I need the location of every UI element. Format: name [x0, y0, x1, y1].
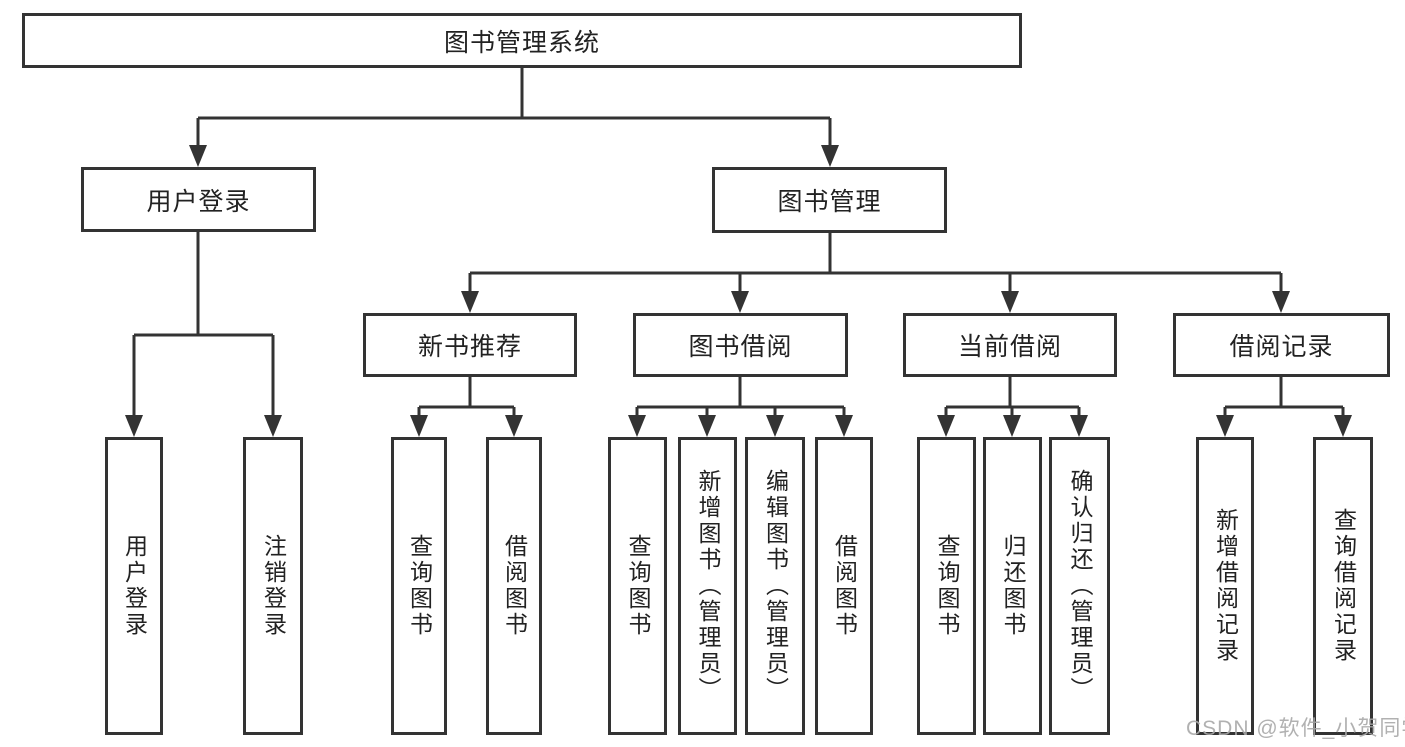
leaf-add-borrow-record: 新增借阅记录 — [1196, 437, 1254, 735]
leaf-user-login: 用户登录 — [105, 437, 163, 735]
leaf-query-books-recommend-label: 查询图书 — [406, 534, 433, 638]
leaf-user-login-label: 用户登录 — [121, 534, 148, 638]
csdn-watermark: CSDN @软件_小贺同学 — [1186, 717, 1405, 740]
leaf-query-books: 查询图书 — [608, 437, 667, 735]
leaf-return-books: 归还图书 — [983, 437, 1042, 735]
node-library-management-system: 图书管理系统 — [22, 13, 1022, 68]
leaf-query-borrow-record-label: 查询借阅记录 — [1330, 508, 1357, 664]
leaf-borrow-books: 借阅图书 — [815, 437, 873, 735]
leaf-confirm-return-admin-label: 确认归还（管理员） — [1067, 469, 1093, 703]
leaf-edit-books-admin: 编辑图书（管理员） — [745, 437, 805, 735]
leaf-return-books-label: 归还图书 — [1000, 534, 1026, 638]
node-user-login: 用户登录 — [81, 167, 316, 232]
node-new-book-recommend: 新书推荐 — [363, 313, 577, 377]
leaf-query-books-current-label: 查询图书 — [934, 534, 960, 638]
node-book-management: 图书管理 — [712, 167, 947, 233]
leaf-logout: 注销登录 — [243, 437, 303, 735]
leaf-add-borrow-record-label: 新增借阅记录 — [1212, 508, 1239, 664]
leaf-edit-books-admin-label: 编辑图书（管理员） — [762, 469, 789, 703]
arrowheads — [125, 145, 1352, 437]
leaf-borrow-books-recommend-label: 借阅图书 — [501, 534, 528, 638]
leaf-query-books-current: 查询图书 — [917, 437, 976, 735]
node-book-borrow: 图书借阅 — [633, 313, 848, 377]
leaf-query-borrow-record: 查询借阅记录 — [1313, 437, 1373, 735]
node-current-borrow: 当前借阅 — [903, 313, 1117, 377]
leaf-query-books-label: 查询图书 — [625, 534, 651, 638]
leaf-confirm-return-admin: 确认归还（管理员） — [1049, 437, 1110, 735]
leaf-borrow-books-label: 借阅图书 — [831, 534, 858, 638]
leaf-query-books-recommend: 查询图书 — [391, 437, 447, 735]
leaf-add-books-admin: 新增图书（管理员） — [678, 437, 737, 735]
node-borrow-records: 借阅记录 — [1173, 313, 1390, 377]
leaf-borrow-books-recommend: 借阅图书 — [486, 437, 542, 735]
leaf-add-books-admin-label: 新增图书（管理员） — [695, 469, 721, 703]
leaf-logout-label: 注销登录 — [260, 534, 287, 638]
